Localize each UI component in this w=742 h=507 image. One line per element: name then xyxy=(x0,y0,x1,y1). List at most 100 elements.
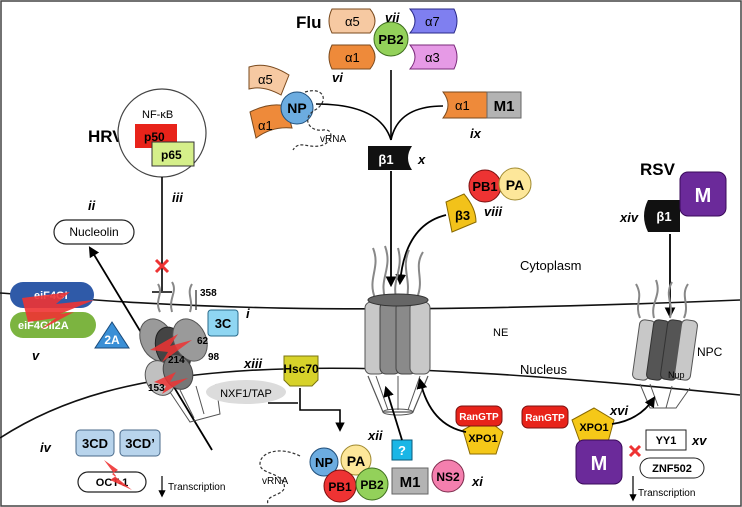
xpo1-flu-export-arrow xyxy=(416,377,467,433)
znf502-pill xyxy=(639,457,705,479)
roman-x: x xyxy=(417,152,426,167)
oct1-label: OCT-1 xyxy=(96,477,128,489)
alpha5-label: α5 xyxy=(345,14,360,29)
roman-xvi: xvi xyxy=(609,403,628,418)
nfkb-label: NF-κB xyxy=(142,109,173,121)
yy1-box xyxy=(645,429,687,451)
beta1-label: β1 xyxy=(378,152,393,167)
p3cd-prime-box xyxy=(119,429,161,457)
alpha3-label: α3 xyxy=(425,50,440,65)
export-pb2-label: PB2 xyxy=(360,478,384,492)
roman-xv: xv xyxy=(691,433,707,448)
nfkb-circle: NF-κB p50 p65 xyxy=(117,88,207,178)
nfkb-block-x xyxy=(154,258,170,274)
export-vrna-label: vRNA xyxy=(262,476,288,487)
beta3-import-arrow xyxy=(395,214,447,286)
alpha7-label: α7 xyxy=(425,14,440,29)
roman-ix: ix xyxy=(470,126,482,141)
importin-alpha1-m1-complex: α1 M1 xyxy=(441,91,522,119)
np-alpha1-label: α1 xyxy=(258,118,273,133)
p65-box xyxy=(151,141,195,167)
p65-label: p65 xyxy=(161,148,182,162)
nup153-label: 153 xyxy=(148,383,165,394)
nucleolin-pill xyxy=(53,219,135,245)
np-to-beta1-line xyxy=(315,103,392,141)
p3cd-label: 3CD xyxy=(82,436,108,451)
roman-v: v xyxy=(32,348,40,363)
roman-xii: xii xyxy=(367,428,383,443)
rsv-nuclear-pore-complex xyxy=(632,279,698,409)
ne-label: NE xyxy=(493,327,508,339)
flu-header: Flu xyxy=(296,13,322,32)
pb1-label: PB1 xyxy=(472,179,497,194)
p3cd-box xyxy=(75,429,115,457)
rsv-m-label: M xyxy=(695,185,712,207)
nucleolin-label: Nucleolin xyxy=(69,225,118,239)
cleavage-bolt-oct1 xyxy=(104,460,132,490)
rangtp-flu-label: RanGTP xyxy=(459,412,499,423)
rsv-m-beta1-complex: β1 M xyxy=(644,171,727,232)
nxf1-label: NXF1/TAP xyxy=(220,388,272,400)
np-vrna-label: vRNA xyxy=(320,134,346,145)
nup-label: Nup xyxy=(668,370,685,380)
hrv-header: HRV xyxy=(88,127,124,146)
xpo1-rsv-label: XPO1 xyxy=(579,422,608,434)
hrv-nuclear-pore-complex xyxy=(139,281,221,423)
p3c-label: 3C xyxy=(215,316,232,331)
rsv-m-nucleus-label: M xyxy=(591,453,608,475)
cytoplasm-label: Cytoplasm xyxy=(520,258,581,273)
pb1-pa-beta3-complex: β3 PB1 PA xyxy=(445,167,532,233)
xiii-export-arrow xyxy=(268,388,340,430)
rsv-header: RSV xyxy=(640,160,676,179)
alpha1-label: α1 xyxy=(345,50,360,65)
nucleus-label: Nucleus xyxy=(520,362,567,377)
nup214-label: 214 xyxy=(168,355,185,366)
p2a-label: 2A xyxy=(104,333,120,347)
export-pa-label: PA xyxy=(347,453,365,469)
vrnp-complex: vRNA NP PA PB1 PB2 xyxy=(259,444,389,505)
roman-iii: iii xyxy=(172,190,183,205)
m1-export-arrow xyxy=(383,385,403,441)
importin-alpha-pb2-complex: α5 α7 α1 α3 PB2 xyxy=(328,8,458,70)
protease-3c-box xyxy=(207,309,239,337)
export-m1-box xyxy=(391,467,429,495)
nup98-label: 98 xyxy=(208,352,220,363)
xpo1-pentagon-rsv xyxy=(571,407,615,443)
export-np-label: NP xyxy=(315,455,333,470)
nup358-label: 358 xyxy=(200,288,217,299)
roman-viii: viii xyxy=(484,204,502,219)
rsv-m-nucleus-box xyxy=(575,439,623,485)
p3cd-prime-label: 3CD’ xyxy=(125,436,155,451)
nxf1-oval xyxy=(206,380,286,404)
eif4g-group: eiF4GI eiF4GII2A xyxy=(10,282,96,338)
rangtp-flu-box xyxy=(455,405,503,427)
inner-nuclear-membrane xyxy=(0,367,741,439)
roman-vii: vii xyxy=(385,10,400,25)
roman-xiv: xiv xyxy=(619,210,639,225)
npc-label: NPC xyxy=(697,345,723,359)
beta3-label: β3 xyxy=(455,208,470,223)
rsv-beta1-label: β1 xyxy=(656,209,671,224)
oct1-pill xyxy=(77,471,147,493)
pb2-label: PB2 xyxy=(378,32,403,47)
roman-xi: xi xyxy=(471,474,483,489)
ns2-label: NS2 xyxy=(436,470,460,484)
export-m1-label: M1 xyxy=(400,474,421,491)
m1-label: M1 xyxy=(494,98,515,115)
p50-label: p50 xyxy=(144,130,165,144)
m1-alpha1-label: α1 xyxy=(455,98,470,113)
roman-iv: iv xyxy=(40,440,52,455)
protease-2a-triangle xyxy=(94,321,130,349)
cleavage-bolt-eif4g xyxy=(22,292,94,330)
rangtp-rsv-box xyxy=(521,405,569,429)
roman-vi: vi xyxy=(332,70,343,85)
rsv-export-arrow xyxy=(611,396,656,425)
rangtp-rsv-label: RanGTP xyxy=(525,413,565,424)
yy1-label: YY1 xyxy=(656,435,677,447)
np-label: NP xyxy=(287,100,306,116)
hsc70-box xyxy=(283,355,319,387)
nup62-label: 62 xyxy=(197,336,209,347)
beta1-importin xyxy=(368,146,412,170)
hrv-transcription-label: Transcription xyxy=(168,482,225,493)
